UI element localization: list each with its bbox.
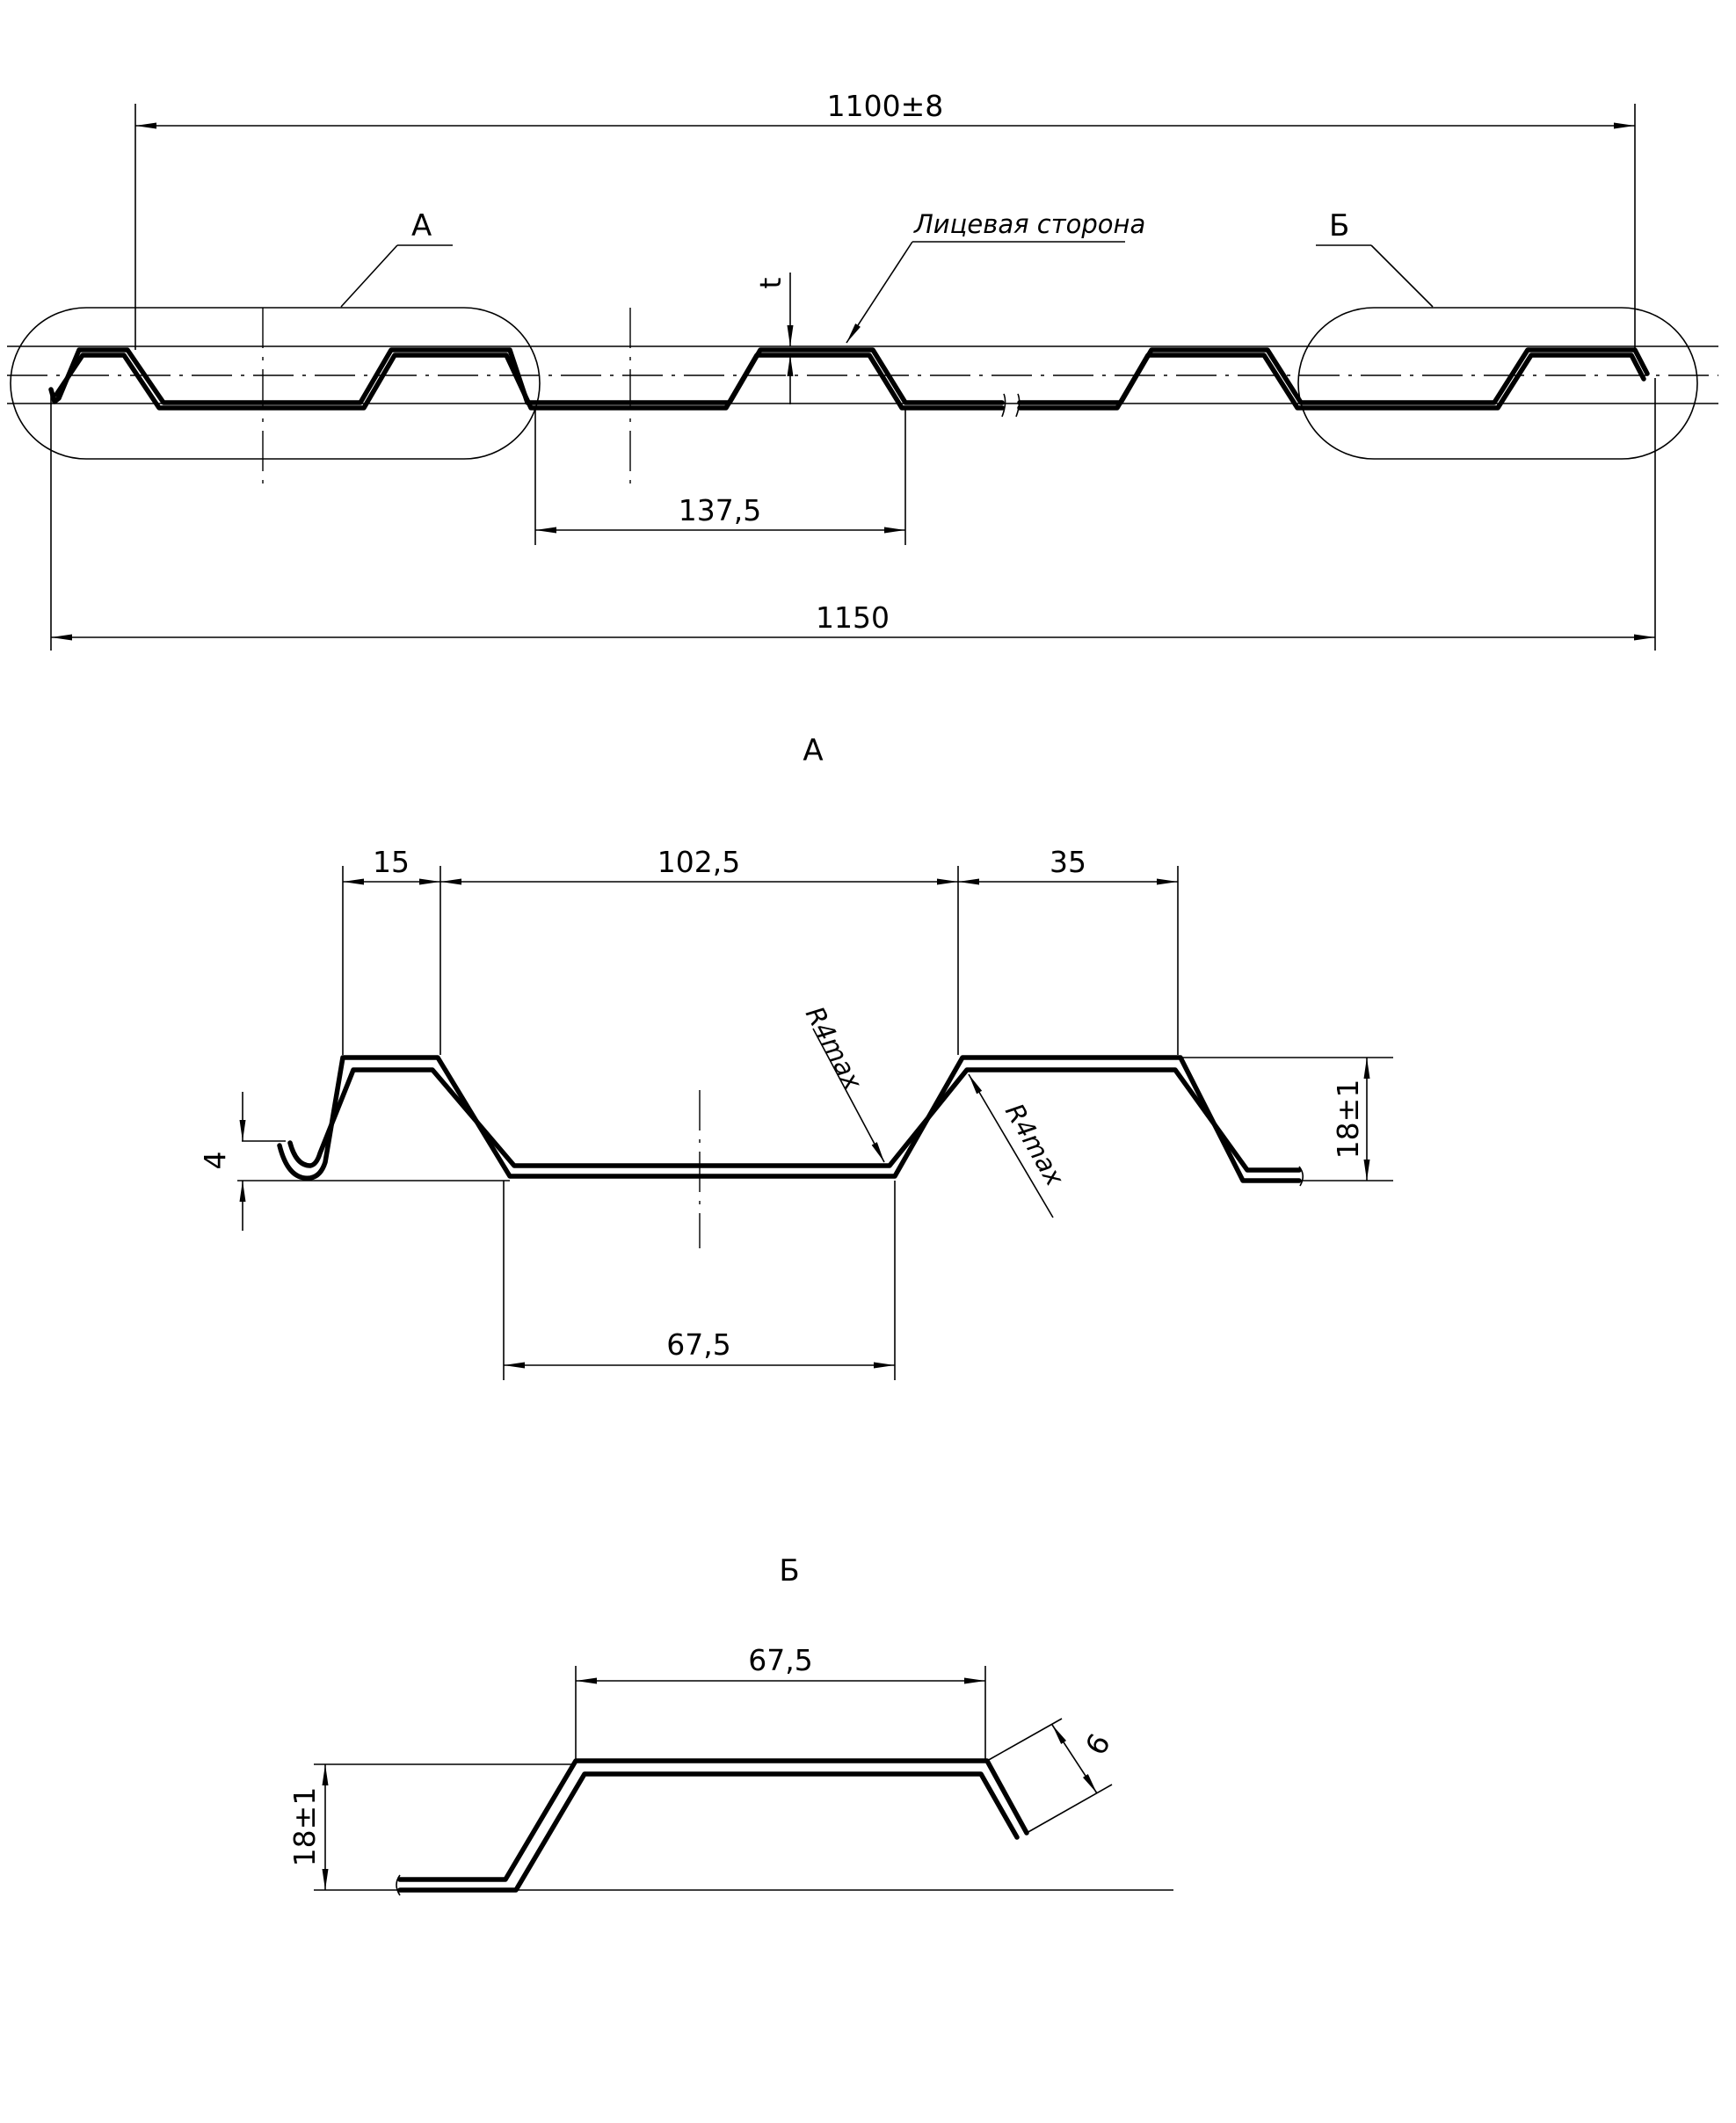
detail-b-edge-ext-1 xyxy=(986,1718,1063,1762)
detail-a-view: А 15 102,5 35 67,5 18±1 4 xyxy=(198,733,1393,1380)
callout-region-a xyxy=(10,307,541,460)
detail-b-dim-67-label: 67,5 xyxy=(748,1643,812,1677)
face-side-label: Лицевая сторона xyxy=(913,209,1145,239)
detail-b-profile-inner xyxy=(397,1771,1020,1893)
detail-a-profile-inner xyxy=(287,1067,1302,1173)
detail-a-dim-67-label: 67,5 xyxy=(666,1327,730,1362)
detail-a-radius-2-leader xyxy=(968,1073,1054,1218)
detail-b-edge-dim xyxy=(1051,1724,1098,1794)
detail-a-profile-outer xyxy=(277,1055,1302,1183)
pitch-dim-label: 137,5 xyxy=(679,493,761,527)
detail-b-break xyxy=(396,1874,401,1896)
callout-region-b xyxy=(1297,307,1698,460)
detail-a-height-label: 18±1 xyxy=(1331,1080,1365,1160)
detail-a-lip-label: 4 xyxy=(198,1152,232,1170)
thickness-label: t xyxy=(753,277,788,288)
detail-b-profile-outer xyxy=(397,1758,1029,1882)
callout-b-letter: Б xyxy=(1329,208,1349,244)
face-side-leader xyxy=(846,241,913,344)
detail-a-title: А xyxy=(803,733,823,768)
sheet-profile-outer xyxy=(48,347,1650,405)
detail-b-edge-ext-2 xyxy=(1026,1784,1113,1834)
sheet-profile-inner xyxy=(54,353,1646,411)
detail-a-dim-15-label: 15 xyxy=(373,845,410,879)
callout-a-letter: А xyxy=(411,208,432,244)
detail-b-title: Б xyxy=(779,1553,799,1589)
detail-a-dim-35-label: 35 xyxy=(1050,845,1086,879)
callout-b-leader xyxy=(1370,244,1434,308)
detail-a-radius-1-leader xyxy=(812,1028,885,1163)
detail-b-height-label: 18±1 xyxy=(287,1787,322,1867)
callout-a-leader xyxy=(340,244,398,308)
detail-a-radius-1-label: R4max xyxy=(800,1001,868,1095)
total-dim-label: 1150 xyxy=(816,600,890,635)
break-symbol xyxy=(1001,393,1021,418)
width-dim-label: 1100±8 xyxy=(827,89,944,123)
detail-b-view: Б 18±1 67,5 9 xyxy=(287,1553,1173,1896)
overall-profile-view: А Б Лицевая сторона t 1100±8 137,5 1150 xyxy=(7,89,1718,651)
detail-b-edge-label: 9 xyxy=(1078,1727,1116,1761)
detail-a-break xyxy=(1298,1166,1304,1187)
detail-a-dim-102-label: 102,5 xyxy=(657,845,740,879)
